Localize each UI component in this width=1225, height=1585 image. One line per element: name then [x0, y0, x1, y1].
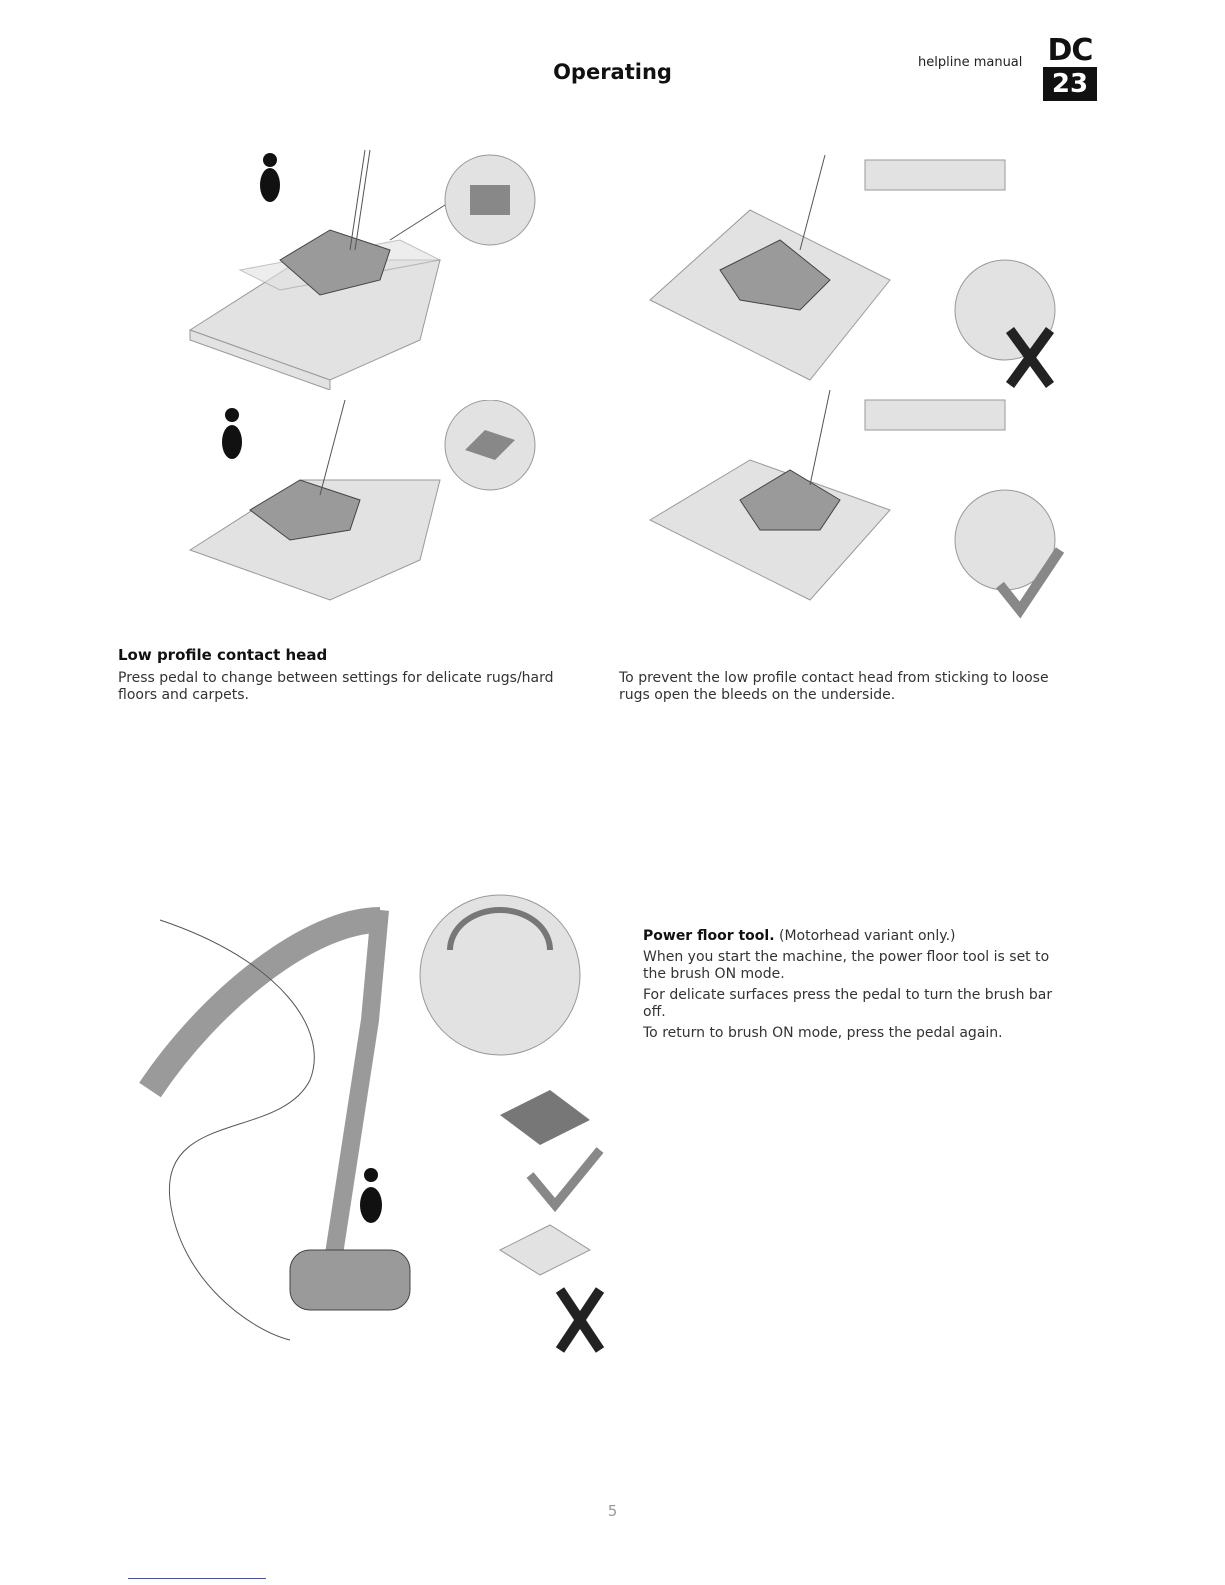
foot-pedal-icon — [360, 1168, 382, 1223]
page-title: Operating — [553, 60, 672, 84]
wand — [321, 909, 389, 1282]
instruction-line: When you start the machine, the power fl… — [643, 949, 1050, 982]
right-description: To prevent the low profile contact head … — [619, 670, 1049, 703]
bleeds-open-illustration — [648, 390, 1065, 619]
cleaner-head — [739, 469, 841, 531]
logo-bottom-text: 23 — [1043, 67, 1097, 101]
underside-view — [864, 399, 1006, 431]
foot-pedal-icon — [260, 153, 280, 202]
power-floor-tool-text: Power floor tool. (Motorhead variant onl… — [643, 928, 1063, 1046]
power-floor-tool-illustration — [139, 894, 605, 1353]
cross-mark-icon — [1005, 327, 1055, 388]
hard-floor-setting-illustration — [188, 400, 536, 601]
handle-detail — [419, 894, 581, 1056]
logo-top-text: DC — [1047, 33, 1094, 68]
check-mark-icon — [526, 1147, 604, 1213]
floor-tool-head — [289, 1249, 411, 1311]
hard-floor-icon — [498, 1224, 592, 1276]
carpet-icon — [500, 1090, 590, 1145]
bleed-detail — [954, 259, 1056, 361]
bleeds-closed-illustration — [649, 154, 1056, 388]
hose — [139, 907, 381, 1098]
power-floor-heading: Power floor tool. — [643, 928, 775, 944]
footer-line — [128, 1578, 266, 1579]
power-floor-note: (Motorhead variant only.) — [778, 928, 956, 944]
instruction-line: For delicate surfaces press the pedal to… — [643, 987, 1053, 1020]
section-heading: Low profile contact head — [118, 646, 328, 664]
rotate-arrow-icon — [447, 907, 553, 951]
left-description: Press pedal to change between settings f… — [118, 670, 554, 703]
dc23-logo: DC 23 — [1040, 36, 1100, 101]
cleaner-head — [719, 239, 831, 311]
underside-view — [864, 159, 1006, 191]
foot-pedal-icon — [222, 408, 242, 459]
page-number: 5 — [607, 1502, 618, 1520]
carpet-setting-illustration — [188, 149, 536, 390]
cross-mark-icon — [555, 1287, 605, 1353]
cleaner-head — [279, 229, 391, 296]
cleaner-head — [249, 479, 361, 541]
instruction-line: To return to brush ON mode, press the pe… — [643, 1025, 1003, 1041]
check-mark-icon — [996, 547, 1065, 619]
helpline-label: helpline manual — [918, 55, 1023, 70]
